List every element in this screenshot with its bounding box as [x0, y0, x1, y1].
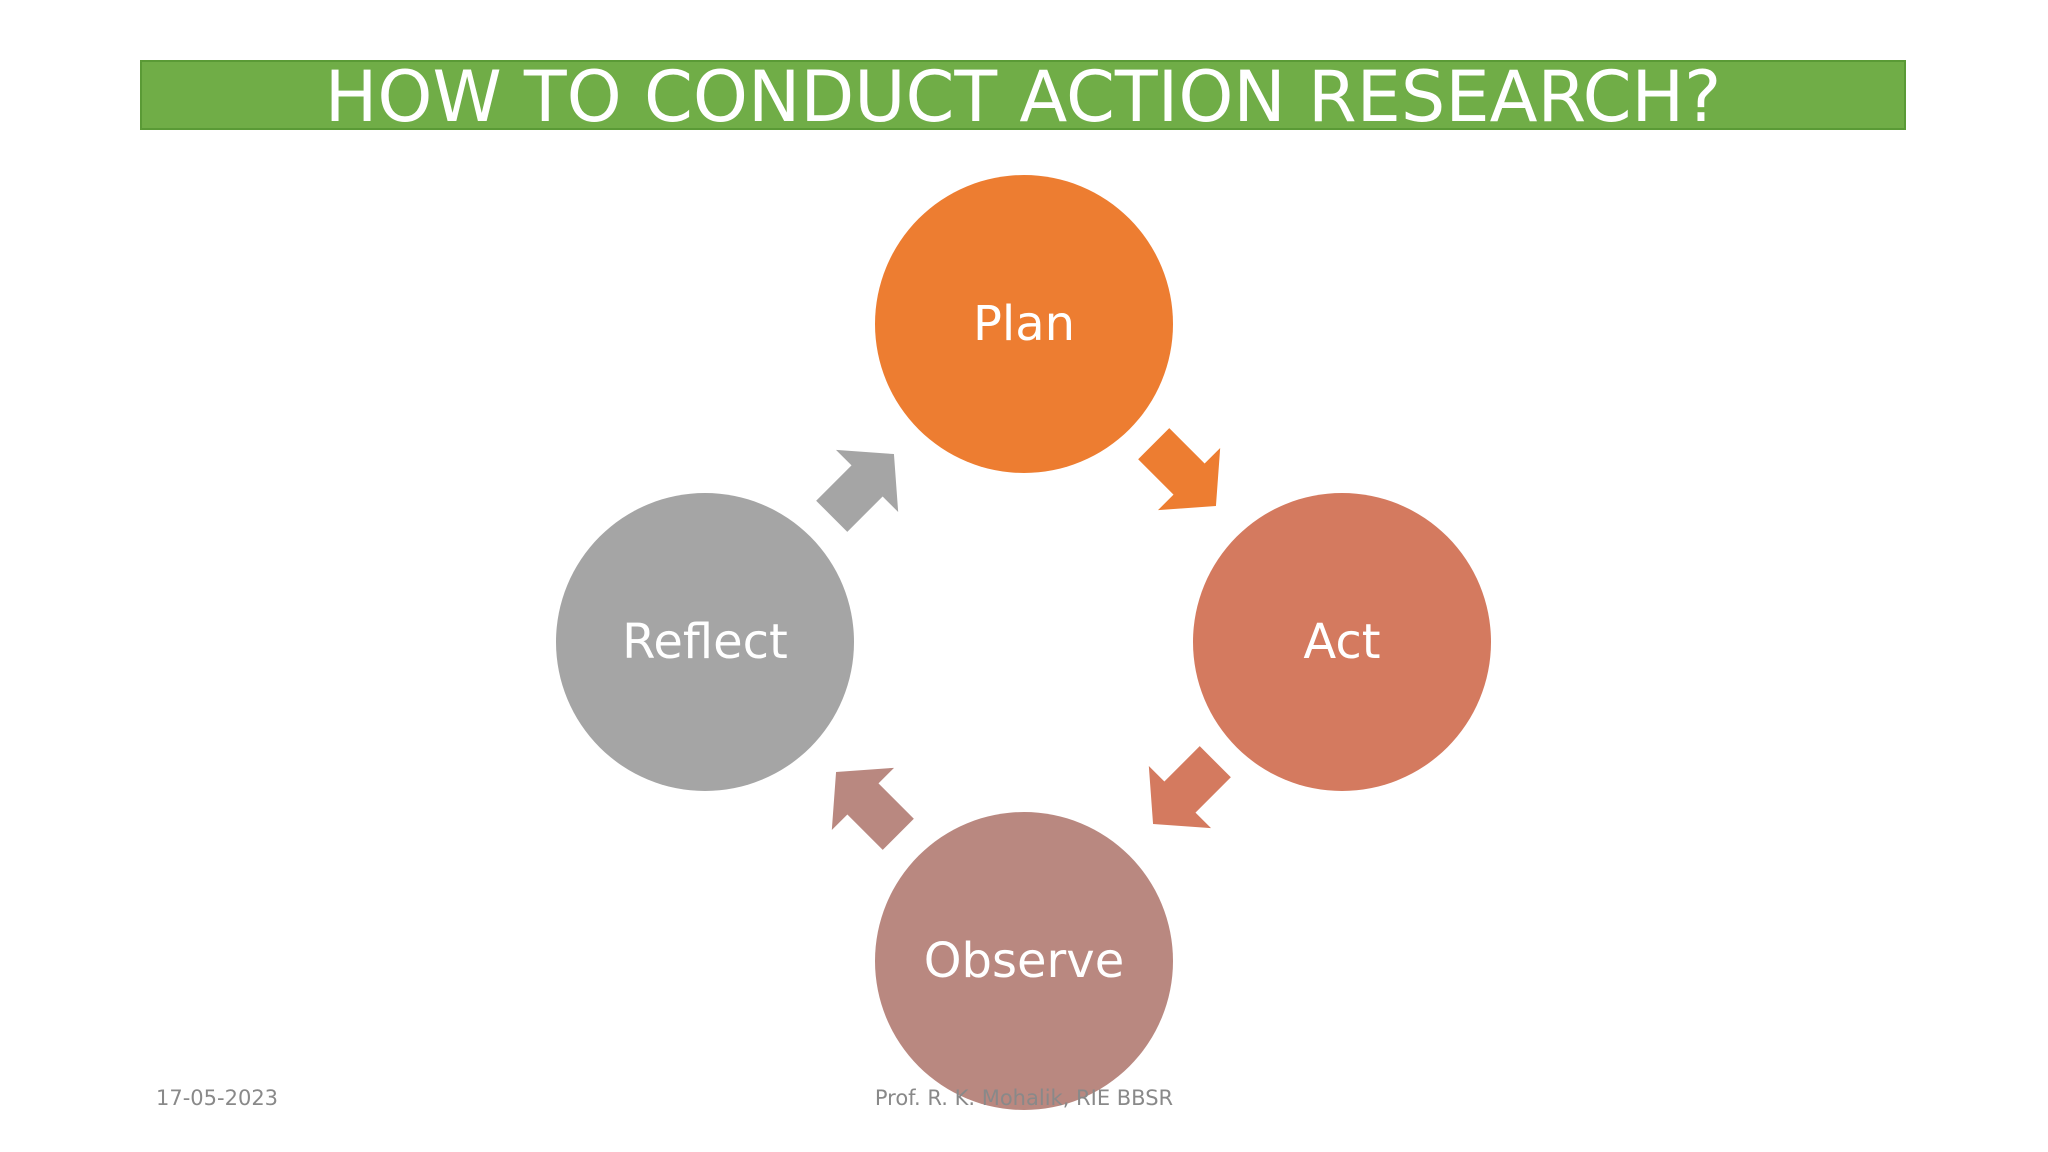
arrow-observe-to-reflect	[831, 767, 914, 850]
arrow-plan-to-act	[1138, 428, 1221, 511]
node-act: Act	[1193, 493, 1491, 791]
node-reflect-circle	[556, 493, 854, 791]
node-plan-label: Plan	[973, 296, 1075, 352]
node-observe: Observe	[875, 812, 1173, 1110]
footer-author: Prof. R. K. Mohalik, RIE BBSR	[874, 1086, 1174, 1110]
node-act-circle	[1193, 493, 1491, 791]
node-reflect-label: Reflect	[622, 614, 788, 670]
arrow-reflect-to-plan	[816, 449, 899, 532]
node-observe-circle	[875, 812, 1173, 1110]
node-plan: Plan	[875, 175, 1173, 473]
node-observe-label: Observe	[924, 933, 1124, 989]
node-reflect: Reflect	[556, 493, 854, 791]
slide-title: HOW TO CONDUCT ACTION RESEARCH?	[324, 56, 1722, 138]
arrow-act-to-observe-shape	[1148, 746, 1231, 829]
arrow-act-to-observe	[1148, 746, 1231, 829]
footer-date: 17-05-2023	[156, 1086, 279, 1110]
arrow-observe-to-reflect-shape	[831, 767, 914, 850]
title-bar: HOW TO CONDUCT ACTION RESEARCH?	[140, 56, 1906, 138]
node-plan-circle	[875, 175, 1173, 473]
arrow-reflect-to-plan-shape	[816, 449, 899, 532]
arrow-plan-to-act-shape	[1138, 428, 1221, 511]
node-act-label: Act	[1303, 614, 1380, 670]
